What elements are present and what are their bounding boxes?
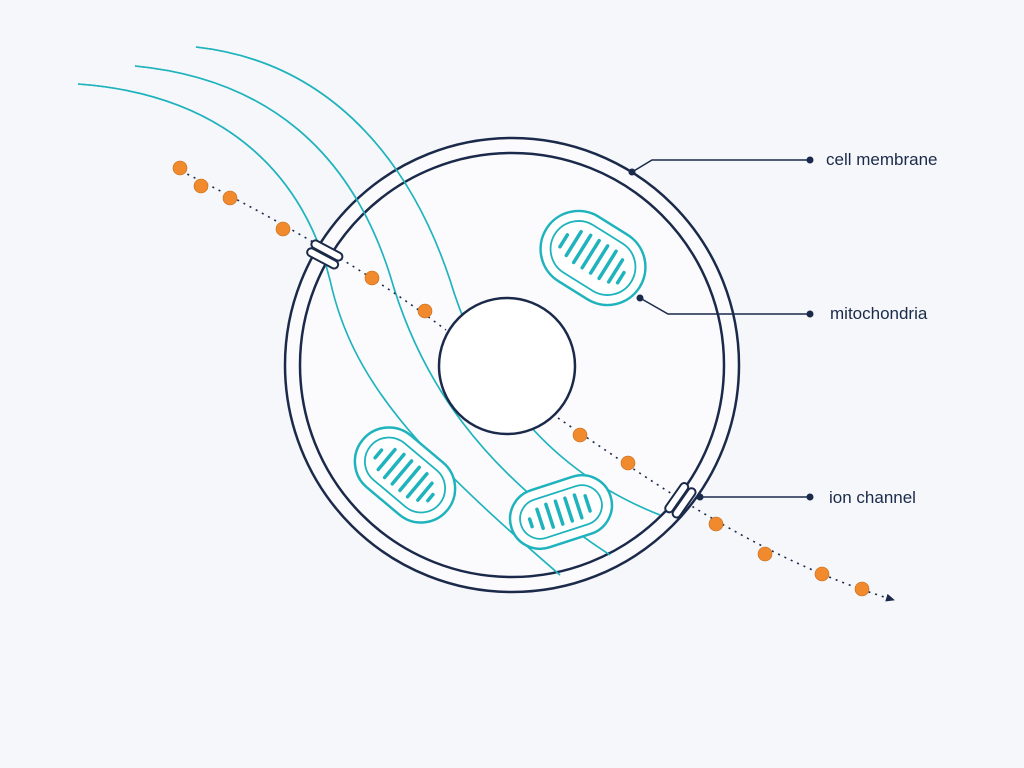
label-cell-membrane: cell membrane [826,150,938,169]
ion [172,160,188,176]
label-ion-channel: ion channel [829,488,916,507]
mitochondrion-top [539,209,647,307]
ion-channel-left [306,239,344,270]
ion [708,516,724,532]
ion [193,178,209,194]
label-mitochondria: mitochondria [830,304,928,323]
ion [417,303,433,319]
ion-path [174,167,895,602]
mitochondrion-bottom-right [508,473,614,551]
ion-channel-right [664,482,697,519]
nucleus [437,296,577,436]
ion [854,581,870,597]
ion [620,455,636,471]
leader-membrane [631,159,810,173]
ion [275,221,291,237]
ion [814,566,830,582]
ion [757,546,773,562]
ions [172,160,870,597]
ion [222,190,238,206]
ion [364,270,380,286]
ion [572,427,588,443]
mitochondrion-bottom-left [353,426,457,524]
ion-path-in [174,167,447,331]
leader-mitochondria [639,297,810,315]
membrane-inner [298,151,726,579]
leader-lines [631,159,810,498]
leader-dots [628,156,814,501]
